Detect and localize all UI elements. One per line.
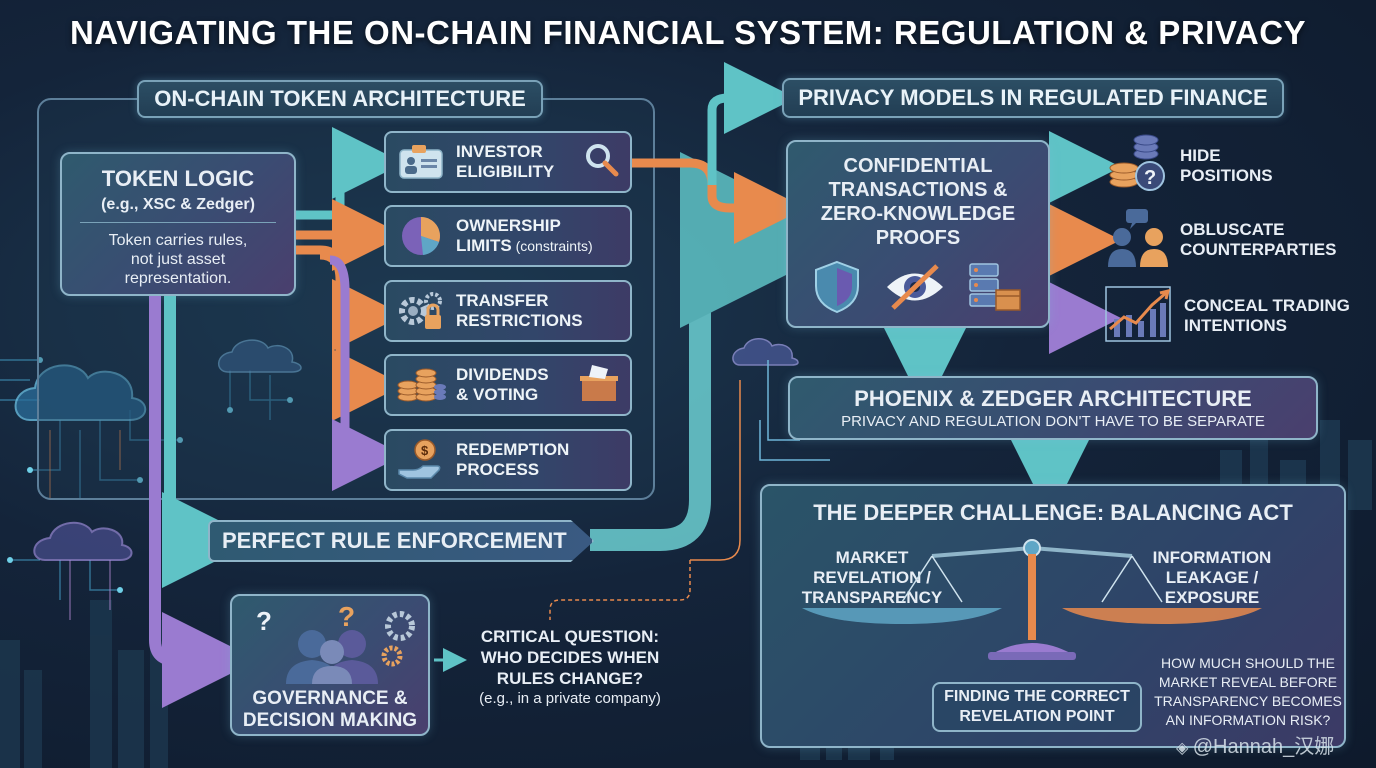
phoenix-zedger-box: PHOENIX & ZEDGER ARCHITECTURE PRIVACY AN…: [788, 376, 1318, 440]
redemption-process-item: $ REDEMPTION PROCESS: [384, 429, 632, 491]
hide-positions-line2: POSITIONS: [1180, 166, 1273, 185]
privacy-section-label: PRIVACY MODELS IN REGULATED FINANCE: [782, 78, 1284, 118]
server-box-icon: [968, 260, 1024, 319]
page-title: NAVIGATING THE ON-CHAIN FINANCIAL SYSTEM…: [69, 14, 1307, 51]
challenge-right-line3: EXPOSURE: [1164, 588, 1260, 607]
watermark-logo-icon: ◈: [1176, 740, 1193, 757]
confidential-line2: TRANSACTIONS &: [828, 179, 1008, 201]
confidential-transactions-box: CONFIDENTIAL TRANSACTIONS & ZERO-KNOWLED…: [786, 140, 1050, 328]
challenge-right-line2: LEAKAGE /: [1165, 568, 1259, 587]
svg-text:?: ?: [256, 606, 272, 636]
svg-text:?: ?: [1144, 167, 1156, 189]
critical-question: CRITICAL QUESTION: WHO DECIDES WHEN RULE…: [460, 626, 680, 709]
challenge-title: THE DEEPER CHALLENGE: BALANCING ACT: [813, 500, 1293, 525]
conceal-trading-line2: INTENTIONS: [1184, 316, 1287, 335]
revelation-point-box: FINDING THE CORRECT REVELATION POINT: [932, 682, 1142, 732]
people-chat-icon: [1104, 207, 1180, 274]
challenge-question-line4: AN INFORMATION RISK?: [1165, 712, 1331, 728]
governance-line1: GOVERNANCE &: [252, 688, 408, 709]
investor-eligibility-line1: INVESTOR: [456, 142, 543, 161]
critical-question-line3: RULES CHANGE?: [496, 669, 644, 688]
svg-text:$: $: [421, 443, 429, 458]
confidential-line3: ZERO-KNOWLEDGE: [820, 203, 1016, 225]
obfuscate-line2: COUNTERPARTIES: [1180, 240, 1337, 259]
token-logic-box: TOKEN LOGIC (e.g., XSC & Zedger) Token c…: [60, 152, 296, 296]
critical-question-line4: (e.g., in a private company): [479, 690, 661, 707]
hand-coin-icon: $: [386, 431, 456, 489]
investor-eligibility-item: INVESTOR ELIGIBILITY: [384, 131, 632, 193]
perfect-rule-enforcement-label: PERFECT RULE ENFORCEMENT: [222, 528, 567, 553]
architecture-section-label: ON-CHAIN TOKEN ARCHITECTURE: [137, 80, 543, 118]
trading-chart-icon: [1104, 285, 1184, 348]
watermark-text: @Hannah_汉娜: [1192, 736, 1335, 758]
svg-text:?: ?: [338, 601, 355, 632]
outcome-hide-positions: ? HIDE POSITIONS: [1104, 134, 1364, 198]
ownership-limits-suffix: (constraints): [511, 238, 593, 254]
balance-scale-icon: [802, 539, 1262, 660]
token-logic-body-line1: Token carries rules,: [108, 232, 248, 249]
challenge-box: THE DEEPER CHALLENGE: BALANCING ACT MARK…: [760, 484, 1346, 748]
token-logic-subtitle: (e.g., XSC & Zedger): [101, 196, 255, 213]
challenge-left-line1: MARKET: [835, 548, 909, 567]
id-card-icon: [386, 133, 456, 191]
challenge-question-line2: MARKET REVEAL BEFORE: [1158, 674, 1338, 690]
phoenix-title: PHOENIX & ZEDGER ARCHITECTURE: [854, 386, 1252, 411]
revelation-point-line2: REVELATION POINT: [959, 708, 1115, 725]
shield-icon: [812, 260, 862, 319]
watermark: ◈ @Hannah_汉娜: [1176, 730, 1372, 759]
conceal-trading-line1: CONCEAL TRADING: [1184, 296, 1350, 315]
outcome-obfuscate-counterparties: OBLUSCATE COUNTERPARTIES: [1104, 208, 1374, 272]
transfer-restrictions-line1: TRANSFER: [456, 291, 549, 310]
pie-chart-icon: [386, 207, 456, 265]
critical-question-line2: WHO DECIDES WHEN: [480, 648, 660, 667]
magnifier-icon: [584, 142, 630, 183]
hidden-eye-icon: [883, 260, 947, 319]
coins-icon: [386, 356, 456, 414]
token-logic-body-line3: representation.: [124, 270, 232, 287]
investor-eligibility-line2: ELIGIBILITY: [456, 162, 555, 181]
critical-question-line1: CRITICAL QUESTION:: [480, 627, 660, 646]
token-logic-body-line2: not just asset: [130, 251, 226, 268]
obfuscate-line1: OBLUSCATE: [1180, 220, 1285, 239]
governance-people-icon: ? ?: [254, 601, 415, 689]
hide-positions-line1: HIDE: [1180, 146, 1221, 165]
challenge-left-line3: TRANSPARENCY: [801, 588, 943, 607]
token-logic-title: TOKEN LOGIC: [101, 166, 255, 191]
confidential-line1: CONFIDENTIAL: [843, 155, 993, 177]
ballot-box-icon: [578, 363, 630, 408]
gears-lock-icon: [386, 282, 456, 340]
redemption-process-line2: PROCESS: [456, 460, 540, 479]
governance-box: ? ? GOVERNANCE & DECISION MAKING: [230, 594, 430, 736]
challenge-question-line3: TRANSPARENCY BECOMES: [1154, 693, 1342, 709]
governance-line2: DECISION MAKING: [242, 710, 418, 731]
dividends-voting-item: DIVIDENDS & VOTING: [384, 354, 632, 416]
ownership-limits-line2: LIMITS: [456, 236, 512, 255]
revelation-point-line1: FINDING THE CORRECT: [944, 688, 1130, 705]
outcome-conceal-trading: CONCEAL TRADING INTENTIONS: [1104, 284, 1374, 348]
perfect-rule-enforcement-banner: PERFECT RULE ENFORCEMENT: [208, 520, 594, 562]
redemption-process-line1: REDEMPTION: [456, 440, 570, 459]
dividends-voting-line1: DIVIDENDS: [456, 365, 549, 384]
challenge-question-line1: HOW MUCH SHOULD THE: [1161, 655, 1335, 671]
ownership-limits-line1: OWNERSHIP: [456, 216, 561, 235]
dividends-voting-line2: & VOTING: [456, 385, 539, 404]
phoenix-subtitle: PRIVACY AND REGULATION DON'T HAVE TO BE …: [841, 413, 1265, 430]
coins-question-icon: ?: [1104, 134, 1180, 199]
ownership-limits-item: OWNERSHIP LIMITS (constraints): [384, 205, 632, 267]
confidential-line4: PROOFS: [875, 227, 961, 249]
transfer-restrictions-line2: RESTRICTIONS: [456, 311, 583, 330]
transfer-restrictions-item: TRANSFER RESTRICTIONS: [384, 280, 632, 342]
challenge-left-line2: REVELATION /: [813, 568, 931, 587]
challenge-right-line1: INFORMATION: [1152, 548, 1272, 567]
